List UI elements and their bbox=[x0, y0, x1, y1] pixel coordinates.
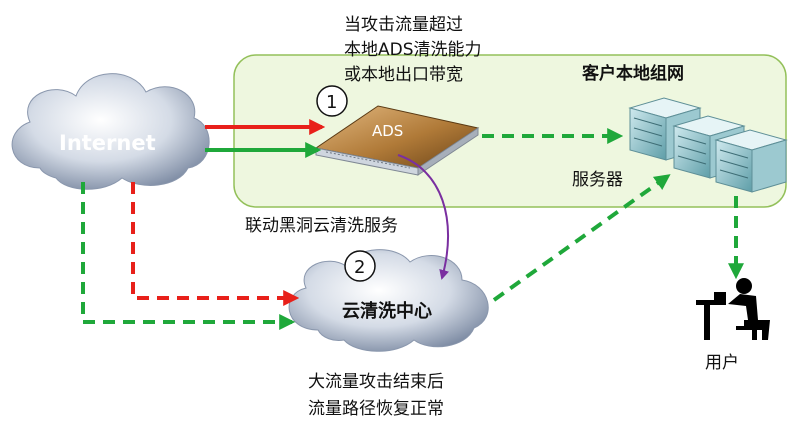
note-bottom-line-1: 大流量攻击结束后 bbox=[308, 372, 444, 392]
step-marker-1: 1 bbox=[316, 85, 348, 117]
note-top-line-3: 或本地出口带宽 bbox=[344, 65, 463, 85]
user-at-desk-icon bbox=[696, 278, 770, 340]
internet-cloud-icon bbox=[11, 73, 210, 190]
step-marker-2-label: 2 bbox=[354, 257, 365, 278]
step-marker-2: 2 bbox=[344, 250, 376, 282]
attack-flow-arrow-diverted-to-cloud bbox=[131, 182, 300, 306]
note-bottom-line-2: 流量路径恢复正常 bbox=[308, 399, 444, 419]
server-icon bbox=[714, 129, 788, 193]
note-top-line-1: 当攻击流量超过 bbox=[344, 15, 463, 35]
note-top-line-2: 本地ADS清洗能力 bbox=[344, 40, 482, 60]
step-marker-1-label: 1 bbox=[326, 92, 337, 113]
linkage-label: 联动黑洞云清洗服务 bbox=[245, 216, 398, 236]
clean-flow-arrow-cloud-to-servers bbox=[492, 174, 671, 302]
servers-label: 服务器 bbox=[572, 170, 623, 190]
normal-flow-arrow-internet-to-cloud bbox=[81, 182, 296, 330]
linkage-arrow-ads-to-cloud bbox=[397, 154, 450, 280]
internet-label: Internet bbox=[59, 131, 156, 155]
user-label: 用户 bbox=[705, 353, 739, 373]
cloud-cleaning-center-icon bbox=[288, 249, 489, 352]
cloud-center-label: 云清洗中心 bbox=[342, 300, 432, 322]
ads-label: ADS bbox=[372, 122, 403, 140]
local-network-panel bbox=[233, 54, 787, 208]
local-network-label: 客户本地组网 bbox=[581, 63, 684, 84]
